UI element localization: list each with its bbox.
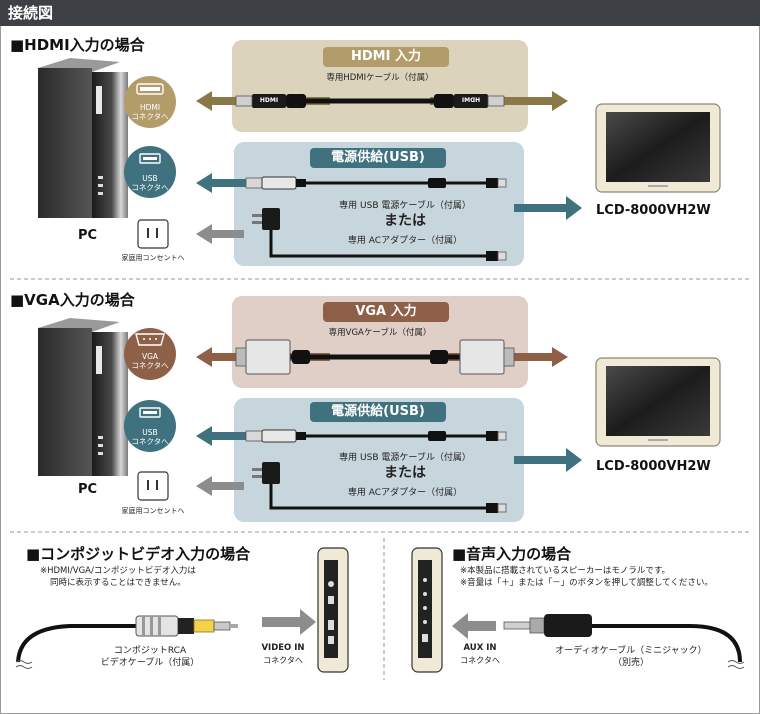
rca-plug xyxy=(135,615,238,637)
ac-adapter-hdmi xyxy=(252,208,507,261)
pc-tower-hdmi xyxy=(38,58,128,218)
aux-in-label-line1: AUX IN xyxy=(463,643,497,653)
ac-adapter-vga xyxy=(252,462,507,513)
audio-section-title: ■音声入力の場合 xyxy=(452,545,572,563)
monitor-hdmi xyxy=(595,103,721,193)
outlet-icon-hdmi xyxy=(137,219,169,249)
header-title: 接続図 xyxy=(8,4,54,22)
monitor-model-vga: LCD-8000VH2W xyxy=(596,459,711,474)
pc-tower-vga xyxy=(38,318,128,476)
hdmi-connector-label: HDMI コネクタへ xyxy=(131,103,169,121)
composite-section xyxy=(15,547,349,673)
monitor-side-right xyxy=(411,547,443,673)
usb-cable-vga xyxy=(245,429,507,443)
usb-connector-label-hdmi: USB コネクタへ xyxy=(131,174,169,192)
composite-section-title: ■コンポジットビデオ入力の場合 xyxy=(26,545,251,563)
ac-adapter-label-vga: 専用 ACアダプター（付属） xyxy=(347,488,463,498)
hdmi-cable-box xyxy=(232,40,528,132)
power-title-pill-vga xyxy=(310,402,446,422)
audio-cable-line1: オーディオケーブル（ミニジャック） xyxy=(555,646,707,656)
vga-section xyxy=(38,296,721,522)
video-in-arrow xyxy=(262,609,316,635)
vga-connector-label: VGA コネクタへ xyxy=(131,352,169,370)
usb-arrow-left-hdmi xyxy=(196,173,246,193)
composite-note-line1: ※HDMI/VGA/コンポジットビデオ入力は xyxy=(40,566,196,576)
composite-cable-line2: ビデオケーブル（付属） xyxy=(100,658,200,668)
vga-box-title: VGA 入力 xyxy=(355,304,417,319)
ac-adapter-label-hdmi: 専用 ACアダプター（付属） xyxy=(347,236,463,246)
pc-label-hdmi: PC xyxy=(78,228,98,243)
power-box-hdmi xyxy=(234,142,524,266)
power-title-pill-hdmi xyxy=(310,148,446,168)
vga-cable-box xyxy=(232,296,528,388)
hdmi-section xyxy=(38,40,721,266)
vga-connector-circle xyxy=(124,328,176,380)
power-box-title-hdmi: 電源供給(USB) xyxy=(331,150,425,165)
usb-cable-hdmi xyxy=(245,176,507,190)
monitor-side-left xyxy=(317,547,349,673)
ac-arrow-left-hdmi xyxy=(196,224,244,244)
composite-cable-line1: コンポジットRCA xyxy=(113,646,187,656)
audio-note-line2: ※音量は「＋」または「－」のボタンを押して調整してください。 xyxy=(460,578,713,588)
audio-cable-line xyxy=(592,624,742,663)
video-in-label-line2: コネクタへ xyxy=(263,656,303,665)
hdmi-port-icon xyxy=(136,83,164,95)
ac-arrow-left-vga xyxy=(196,476,244,496)
vga-port-icon xyxy=(135,333,165,346)
header-bar: 接続図 xyxy=(0,0,760,26)
usb-port-icon-vga xyxy=(139,407,161,418)
audio-cable-line2: （別売） xyxy=(612,658,649,668)
pc-label-vga: PC xyxy=(78,482,98,497)
vga-cable xyxy=(235,339,515,375)
rca-cable-line xyxy=(16,624,136,663)
hdmi-plug-right-label: HDMI xyxy=(461,97,481,104)
outlet-label-hdmi: 家庭用コンセントへ xyxy=(121,254,185,262)
aux-in-arrow xyxy=(452,613,496,639)
usb-connector-circle-vga xyxy=(124,400,176,452)
hdmi-cable-label: 専用HDMIケーブル（付属） xyxy=(326,73,434,83)
hdmi-plug-left-label: HDMI xyxy=(259,97,279,104)
video-in-label-line1: VIDEO IN xyxy=(261,643,305,653)
usb-port-icon xyxy=(139,153,161,164)
usb-arrow-left-vga xyxy=(196,426,246,446)
or-label-vga: または xyxy=(384,465,426,481)
vga-cable-label: 専用VGAケーブル（付属） xyxy=(328,328,432,338)
vga-title-pill xyxy=(323,302,449,322)
audio-note-line1: ※本製品に搭載されているスピーカーはモノラルです。 xyxy=(460,566,671,576)
usb-connector-circle-hdmi xyxy=(124,146,176,198)
power-box-title-vga: 電源供給(USB) xyxy=(331,404,425,419)
hdmi-section-title: ■HDMI入力の場合 xyxy=(10,36,145,54)
hdmi-cable xyxy=(235,94,505,108)
usb-connector-label-vga: USB コネクタへ xyxy=(131,428,169,446)
vga-section-title: ■VGA入力の場合 xyxy=(10,291,135,309)
or-label-hdmi: または xyxy=(384,213,426,229)
audio-section xyxy=(411,547,745,673)
usb-cable-label-hdmi: 専用 USB 電源ケーブル（付属） xyxy=(339,201,471,211)
outlet-icon-vga xyxy=(137,471,169,501)
outlet-label-vga: 家庭用コンセントへ xyxy=(121,507,185,515)
aux-in-label-line2: コネクタへ xyxy=(460,656,500,665)
composite-note-line2: 同時に表示することはできません。 xyxy=(50,578,186,588)
power-box-vga xyxy=(234,398,524,522)
power-arrow-right-hdmi xyxy=(514,196,582,220)
hdmi-box-title: HDMI 入力 xyxy=(351,49,421,64)
monitor-model-hdmi: LCD-8000VH2W xyxy=(596,203,711,218)
hdmi-title-pill xyxy=(323,47,449,67)
usb-cable-label-vga: 専用 USB 電源ケーブル（付属） xyxy=(339,453,471,463)
cable-cut-mark-right xyxy=(727,660,745,669)
mini-jack-plug xyxy=(503,614,592,637)
cable-cut-mark-left xyxy=(15,660,33,669)
monitor-vga xyxy=(595,357,721,447)
power-arrow-right-vga xyxy=(514,448,582,472)
